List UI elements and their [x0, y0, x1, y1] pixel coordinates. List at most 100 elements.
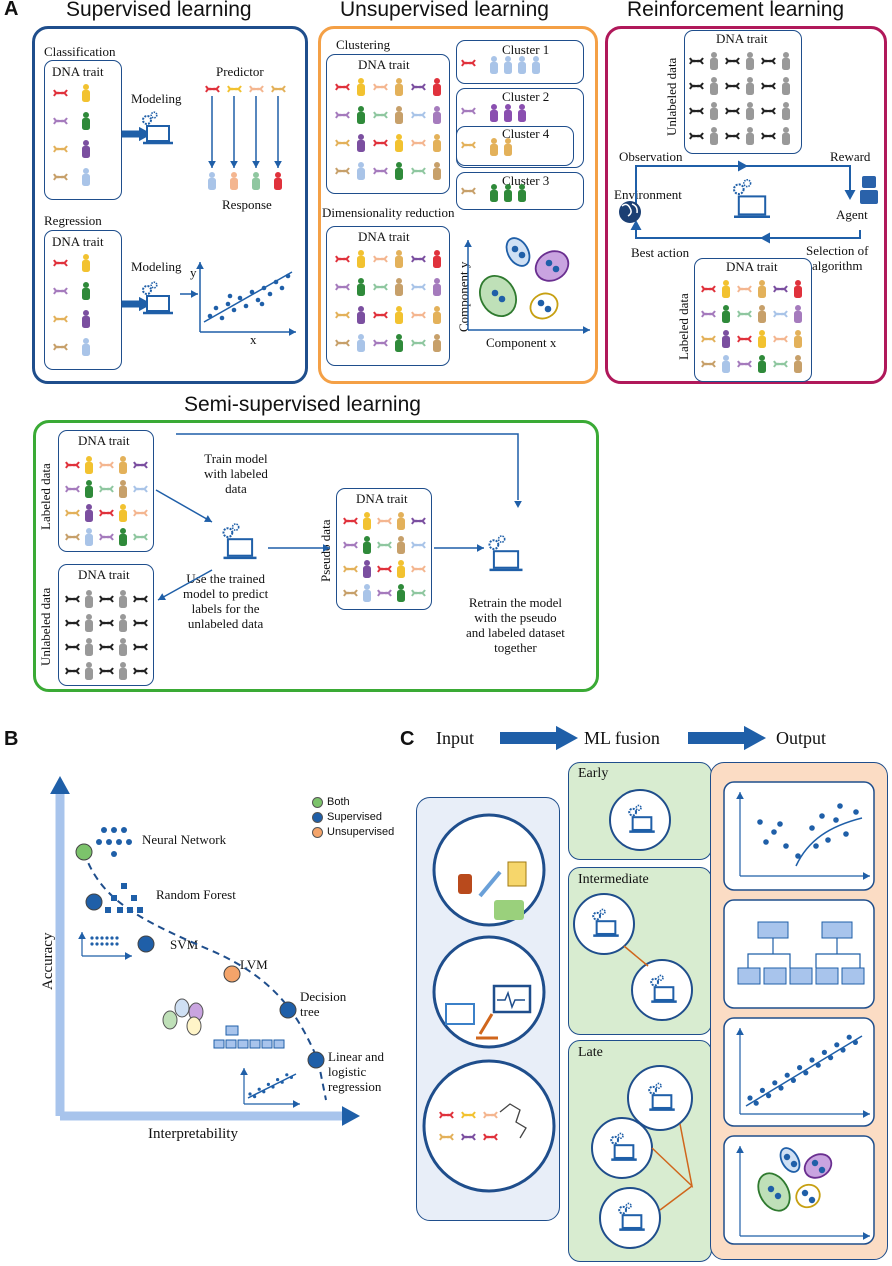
rl-labeled-label: Labeled data [676, 293, 691, 360]
regression-dna-box [44, 230, 122, 370]
modeling-label-2: Modeling [131, 259, 182, 274]
b-dt-leaf-2 [237, 1039, 249, 1049]
semi-pseudo-label: Pseudo data [318, 519, 333, 582]
semi-panel [33, 420, 599, 692]
b-nn-node-2 [121, 827, 127, 833]
b-svm-point-10 [110, 942, 114, 946]
regression-dna-trait: DNA trait [52, 234, 104, 249]
clustering-dna-trait: DNA trait [358, 57, 410, 72]
b-nn-node-3 [96, 839, 102, 845]
model-neural-network: Neural Network [142, 832, 227, 847]
b-svm-yaxis-head [78, 932, 86, 939]
model-decision-tree: Decision tree [300, 989, 347, 1019]
legend-supervised-label: Supervised [327, 811, 383, 823]
rl-dna-trait-top: DNA trait [716, 31, 768, 46]
axis-accuracy: Accuracy [40, 932, 56, 990]
model-lvm: LVM [240, 957, 268, 972]
b-model-point-0 [75, 843, 93, 861]
reinforcement-panel [605, 26, 887, 384]
semi-train-model: Train model with labeled data [204, 451, 268, 496]
legend-unsupervised-label: Unsupervised [327, 826, 395, 838]
b-svm-point-2 [100, 936, 104, 940]
unsupervised-title: Unsupervised learning [340, 0, 549, 21]
b-lr-point-4 [266, 1082, 270, 1086]
semi-dna-trait-1: DNA trait [78, 433, 130, 448]
panel-letter-c: C [400, 728, 415, 750]
semi-unlabeled-label: Unlabeled data [38, 587, 53, 666]
b-svm-point-9 [105, 942, 109, 946]
b-model-point-2 [137, 935, 155, 953]
b-xaxis-head [342, 1106, 360, 1126]
b-lr-xaxis-head [293, 1100, 300, 1108]
b-dt-leaf-1 [225, 1039, 237, 1049]
response-label: Response [222, 197, 272, 212]
b-nn-node-4 [106, 839, 112, 845]
flow-input: Input [436, 728, 474, 748]
component-y-label: Component y [456, 261, 471, 332]
b-lvm-cluster-3 [186, 1016, 202, 1036]
b-lvm-cluster-2 [188, 1002, 204, 1022]
b-lr-point-8 [285, 1073, 289, 1077]
rl-selection-of-algorithm: Selection of algorithm [806, 243, 869, 273]
model-random-forest: Random Forest [156, 887, 236, 902]
cluster-2-label: Cluster 2 [502, 89, 550, 104]
legend-both: Both [312, 796, 350, 808]
b-lr-point-5 [271, 1085, 275, 1089]
semi-use-trained: Use the trained model to predict labels … [183, 571, 269, 631]
regression-x-label: x [250, 332, 257, 347]
rl-dna-trait-bottom: DNA trait [726, 259, 778, 274]
rl-observation: Observation [619, 149, 683, 164]
panel-letter-a: A [4, 0, 19, 20]
supervised-title: Supervised learning [66, 0, 252, 21]
legend-supervised: Supervised [312, 811, 382, 823]
b-svm-point-7 [95, 942, 99, 946]
b-svm-point-5 [115, 936, 119, 940]
legend-supervised-dot [312, 811, 323, 823]
semi-dna-trait-2: DNA trait [78, 567, 130, 582]
b-svm-point-8 [100, 942, 104, 946]
flow-ml-fusion: ML fusion [584, 728, 660, 748]
cluster-3-label: Cluster 3 [502, 173, 550, 188]
b-lr-point-2 [257, 1087, 261, 1091]
b-model-point-1 [85, 893, 103, 911]
b-rf-node-6 [137, 907, 143, 913]
b-lr-yaxis-head [240, 1068, 248, 1075]
panel-letter-b: B [4, 728, 19, 750]
input-medical-imaging: Medical imaging [460, 946, 519, 987]
cluster-4-label: Cluster 4 [502, 126, 550, 141]
legend-unsupervised-dot [312, 826, 323, 838]
reinforcement-title: Reinforcement learning [627, 0, 845, 21]
b-dt-root [225, 1025, 239, 1036]
clustering-label: Clustering [336, 37, 391, 52]
rl-best-action: Best action [631, 245, 690, 260]
clustering-dna-box [326, 54, 450, 194]
modeling-label-1: Modeling [131, 91, 182, 106]
input-health-records: Health records [458, 822, 511, 863]
rl-agent: Agent [836, 207, 868, 222]
semi-labeled-label: Labeled data [38, 463, 53, 530]
c-flow-arrow-1-head [556, 725, 578, 751]
supervised-panel [32, 26, 308, 384]
b-svm-point-4 [110, 936, 114, 940]
b-rf-node-3 [105, 907, 111, 913]
semi-retrain: Retrain the model with the pseudo and la… [466, 595, 565, 655]
output-panel [710, 762, 888, 1260]
legend-both-label: Both [327, 796, 350, 808]
classification-dna-trait: DNA trait [52, 64, 104, 79]
fusion-intermediate-panel [568, 867, 712, 1035]
rl-environment: Environment [614, 187, 682, 202]
flow-output: Output [776, 728, 827, 748]
rl-labeled-box [694, 258, 812, 382]
b-dt-leaf-5 [273, 1039, 285, 1049]
b-lr-fit [247, 1073, 297, 1099]
legend-both-dot [312, 796, 323, 808]
b-svm-point-1 [95, 936, 99, 940]
b-rf-node-1 [111, 895, 117, 901]
legend-unsupervised: Unsupervised [312, 826, 394, 838]
dimred-dna-box [326, 226, 450, 366]
b-dt-leaf-0 [213, 1039, 225, 1049]
b-svm-xaxis-head [125, 952, 132, 960]
b-model-point-3 [223, 965, 241, 983]
axis-interpretability: Interpretability [148, 1126, 238, 1142]
b-svm-point-11 [115, 942, 119, 946]
